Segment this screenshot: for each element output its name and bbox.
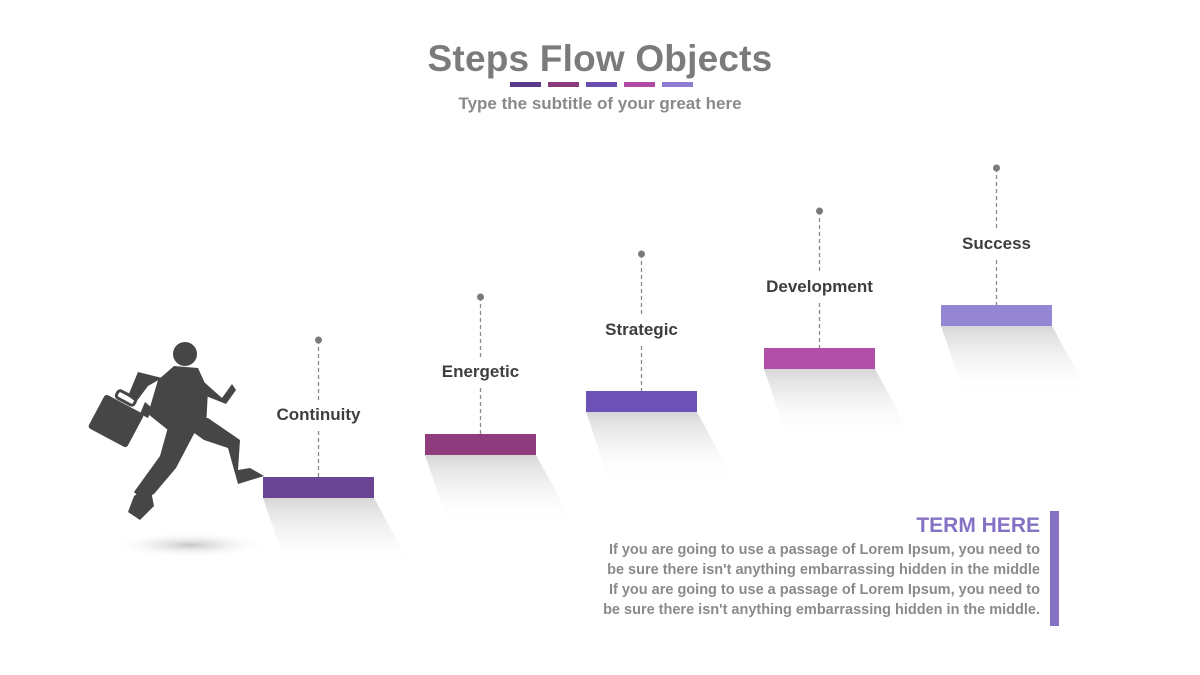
title-bar [548,82,579,87]
step-label: Success [962,234,1031,253]
title-bar [510,82,541,87]
step-shadow [941,326,1090,396]
briefcase-icon [88,389,144,448]
title-bar [586,82,617,87]
step-shadow [263,498,412,568]
step-shadow [764,369,913,439]
term-line: If you are going to use a passage of Lor… [608,542,1040,558]
step-block [586,391,697,412]
step-pin-dot [477,293,484,301]
step-block [425,434,536,455]
term-line: be sure there isn't anything embarrassin… [607,562,1040,578]
page-subtitle: Type the subtitle of your great here [458,94,742,113]
step-label: Strategic [605,320,678,339]
step-label: Development [766,277,873,296]
businessman-silhouette-icon [88,342,270,558]
title-bar [624,82,655,87]
step-block [263,477,374,498]
term-title: TERM HERE [916,514,1040,537]
steps-layer [263,164,1090,568]
step-pin-dot [816,207,823,215]
page-title: Steps Flow Objects [427,38,773,79]
term-accent-bar [1050,511,1059,626]
step-block [941,305,1052,326]
title-bar [662,82,693,87]
step-shadow [425,455,574,525]
step-shadow [586,412,735,482]
step-label: Energetic [441,362,520,381]
term-line: be sure there isn't anything embarrassin… [603,602,1040,618]
step-block [764,348,875,369]
term-line: If you are going to use a passage of Lor… [608,582,1040,598]
step-pin-dot [315,336,322,344]
step-pin-dot [638,250,645,258]
step-label: Continuity [276,405,361,424]
step-pin-dot [993,164,1000,172]
term-body: If you are going to use a passage of Lor… [585,540,1040,620]
